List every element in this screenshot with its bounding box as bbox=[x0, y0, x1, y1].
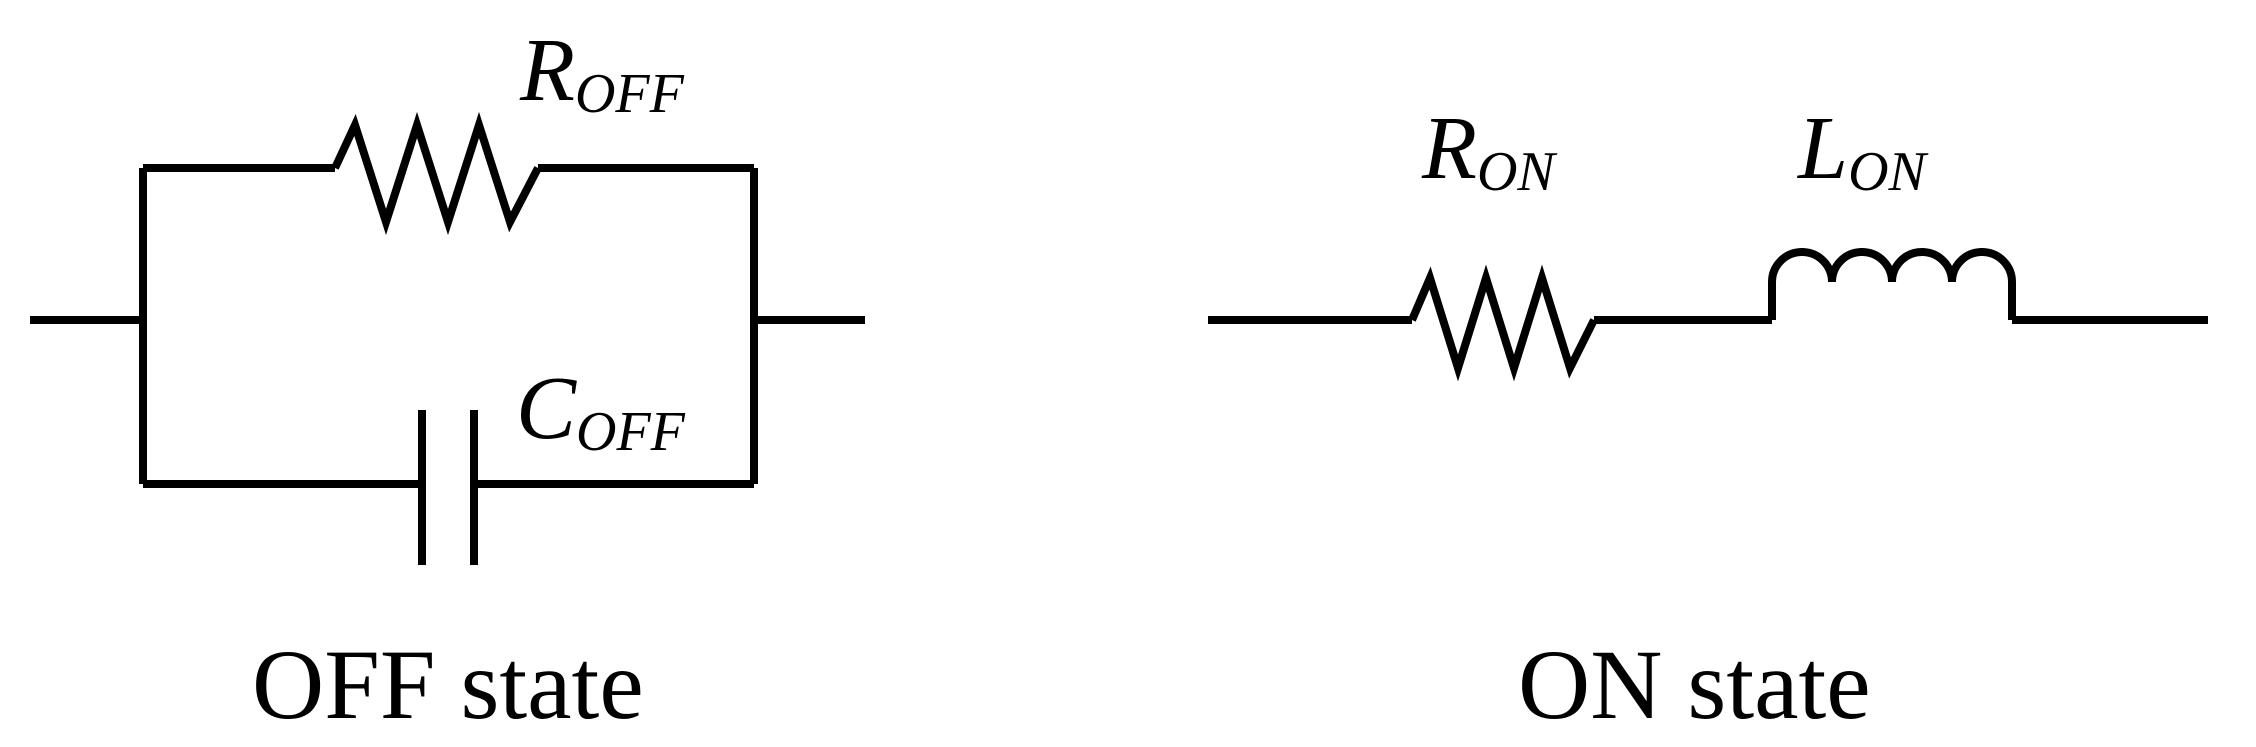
on-state-caption: ON state bbox=[1518, 629, 1871, 740]
on-state-circuit: RON LON ON state bbox=[1208, 99, 2208, 740]
off-resistor-zigzag bbox=[331, 111, 542, 236]
off-state-circuit: ROFF COFF OFF state bbox=[30, 21, 865, 740]
on-inductor-coil bbox=[1768, 248, 2016, 320]
off-resistor-label: ROFF bbox=[519, 21, 685, 125]
on-inductor-label: LON bbox=[1796, 99, 1929, 203]
off-capacitor-label: COFF bbox=[516, 359, 686, 463]
off-state-caption: OFF state bbox=[252, 629, 644, 740]
on-resistor-label: RON bbox=[1421, 99, 1557, 203]
on-resistor-zigzag bbox=[1408, 264, 1598, 382]
